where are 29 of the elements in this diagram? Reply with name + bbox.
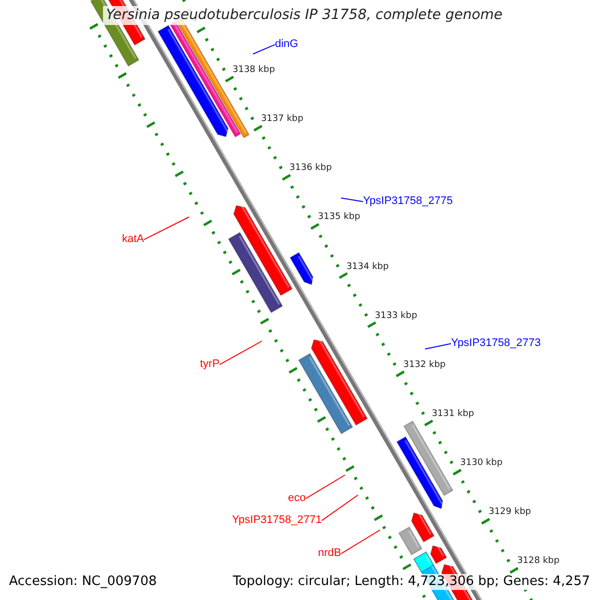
tick-label: 3131 kbp [432,408,474,420]
leader-line [219,340,262,366]
gene-label: nrdB [318,547,342,560]
gene-label: dinG [275,38,298,52]
leader-line [340,530,380,554]
tick-label: 3128 kbp [517,556,560,568]
accession-text: Accession: NC_009708 [9,574,157,590]
tick-label: 3130 kbp [460,458,503,469]
leader-line [144,216,190,240]
leader-line [252,44,276,54]
tick-label: 3138 kbp [232,65,275,76]
gene-label: katA [122,233,144,246]
gene-label: YpsIP31758_2773 [451,337,541,350]
tick-label: 3133 kbp [374,310,418,322]
leader-line [321,494,358,522]
genome-summary-text: Topology: circular; Length: 4,723,306 bp; Genes: 4,257 [232,574,590,590]
tick-label: 3134 kbp [346,262,389,272]
gene-label: eco [288,492,306,506]
tick-label: 3137 kbp [260,114,304,125]
tick-label: 3135 kbp [318,212,360,224]
tick-label: 3136 kbp [289,163,332,174]
gene-label: YpsIP31758_2775 [363,195,453,208]
leader-line [340,198,364,202]
tick-label: 3132 kbp [403,360,446,371]
leader-line [424,343,452,350]
tick-label: 3129 kbp [488,507,532,518]
leader-line [305,474,346,500]
gene-label: tyrP [200,358,220,372]
gene-label: YpsIP31758_2771 [232,514,322,528]
